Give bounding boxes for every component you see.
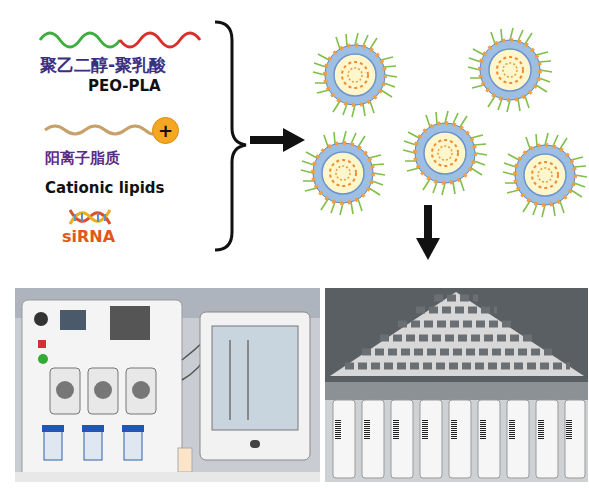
equipment-photo: [178, 448, 192, 472]
equipment-photo: [38, 354, 48, 364]
right-arrow: [250, 128, 305, 152]
vial-photo: [338, 420, 569, 440]
vial-photo: [345, 298, 570, 366]
equipment-photo: [15, 472, 320, 482]
bracket: [215, 22, 246, 250]
peo-pla-chain: [40, 33, 120, 47]
equipment-photo: [94, 381, 112, 399]
micelles: [468, 28, 552, 112]
vial-photo: [330, 292, 584, 376]
equipment-photo: [56, 381, 74, 399]
micelles: [403, 111, 487, 195]
equipment-photo: [15, 288, 320, 482]
equipment-photo: [60, 310, 86, 330]
micelles: [503, 133, 587, 217]
micelles: [301, 28, 587, 217]
equipment-photo: [15, 288, 320, 482]
component-label: Cationic lipids: [45, 180, 165, 197]
equipment-photo: [44, 430, 62, 460]
bracket: [215, 22, 246, 250]
vial-photo: [325, 382, 588, 482]
micelles: [301, 131, 385, 215]
equipment-photo: [42, 425, 64, 432]
charge-sign: +: [158, 122, 173, 140]
vial-photo: [333, 400, 585, 478]
component-label: PEO-PLA: [88, 78, 161, 95]
sirna-helix: [70, 210, 110, 224]
right-arrow: [283, 128, 305, 152]
vial-photo: [325, 382, 588, 400]
sirna-helix: [70, 210, 110, 224]
equipment-photo: [34, 312, 48, 326]
equipment-photo: [230, 340, 248, 420]
component-label: 阳离子脂质: [45, 150, 120, 167]
peo-pla-chain: [120, 33, 200, 47]
equipment-photo: [50, 368, 80, 414]
down-arrow: [416, 205, 440, 260]
peo-pla-chain: [40, 33, 200, 47]
equipment-photo: [38, 340, 46, 348]
vial-photo: [325, 288, 588, 482]
equipment-photo: [110, 306, 150, 340]
equipment-photo: [212, 326, 298, 430]
sirna-helix: [75, 213, 105, 222]
sirna-helix: [70, 210, 110, 224]
vial-photo: [325, 288, 588, 382]
equipment-photo: [126, 368, 156, 414]
equipment-photo: [82, 425, 104, 432]
lipid-head: +: [152, 117, 179, 144]
cationic-lipid-chain: [45, 126, 155, 134]
vial-photo: [325, 288, 588, 482]
down-arrow: [424, 205, 432, 240]
component-label: 聚乙二醇-聚乳酸: [40, 56, 166, 75]
right-arrow: [250, 136, 285, 144]
equipment-photo: [250, 440, 260, 448]
micelles: [313, 33, 397, 117]
equipment-photo: [124, 430, 142, 460]
equipment-photo: [22, 300, 182, 478]
equipment-photo: [132, 381, 150, 399]
component-label: siRNA: [62, 228, 115, 246]
equipment-photo: [200, 312, 310, 460]
equipment-photo: [122, 425, 144, 432]
equipment-photo: [88, 368, 118, 414]
down-arrow: [416, 238, 440, 260]
cationic-lipid-chain: [45, 126, 155, 134]
equipment-photo: [84, 430, 102, 460]
